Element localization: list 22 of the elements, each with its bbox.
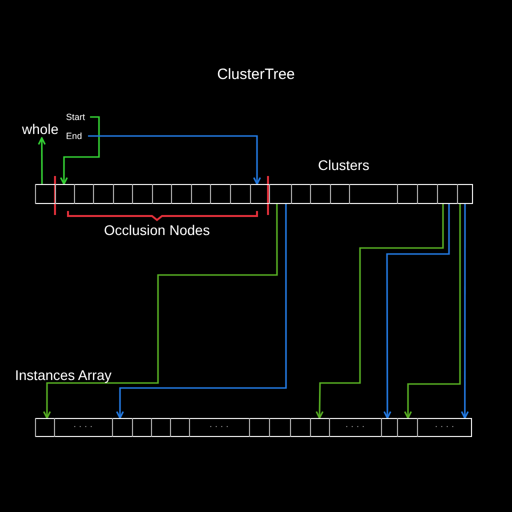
arrow [316,204,444,419]
label-text: Start [66,112,86,122]
ellipsis-text: · · · · [72,420,94,430]
arrow [383,204,450,419]
array-bar [35,184,473,204]
label-text: End [66,131,82,141]
label-text: Occlusion Nodes [104,222,210,238]
ellipsis-text: · · · · [434,420,456,430]
ellipsis-text: · · · · [344,420,366,430]
label-text: Instances Array [15,367,112,383]
arrow [116,204,287,419]
label-text: whole [22,121,59,137]
arrow [404,204,461,419]
label-text: Clusters [318,157,370,173]
ellipsis-text: · · · · [208,420,230,430]
title: ClusterTree [216,66,296,83]
arrow [42,204,278,419]
arrow [60,116,100,185]
arrow [460,204,469,419]
array-bar [35,418,472,437]
arrow [38,137,46,184]
arrow [88,135,262,185]
